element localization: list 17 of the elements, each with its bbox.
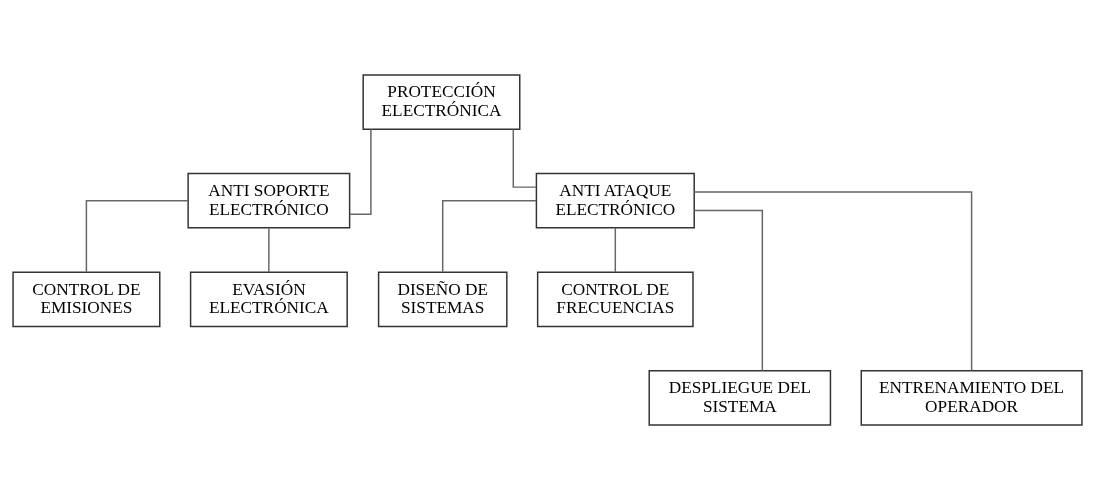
node-box: DISEÑO DE SISTEMAS <box>377 270 508 327</box>
node-box: ANTI ATAQUE ELECTRÓNICO <box>535 172 695 229</box>
connector <box>441 199 537 273</box>
node-box: DESPLIEGUE DEL SISTEMA <box>648 369 832 426</box>
connector <box>693 190 973 371</box>
connector <box>268 226 270 273</box>
node-box: EVASIÓN ELECTRÓNICA <box>189 270 348 327</box>
connector <box>693 209 764 371</box>
node-box: ANTI SOPORTE ELECTRÓNICO <box>187 172 351 229</box>
connector <box>512 128 537 188</box>
node-box: ENTRENAMIENTO DEL OPERADOR <box>860 369 1083 426</box>
node-box: CONTROL DE FRECUENCIAS <box>536 270 694 327</box>
node-box: PROTECCIÓN ELECTRÓNICA <box>362 73 521 130</box>
connector <box>349 128 372 215</box>
connector <box>85 199 189 273</box>
node-box: CONTROL DE EMISIONES <box>12 270 161 327</box>
connector <box>614 226 617 273</box>
